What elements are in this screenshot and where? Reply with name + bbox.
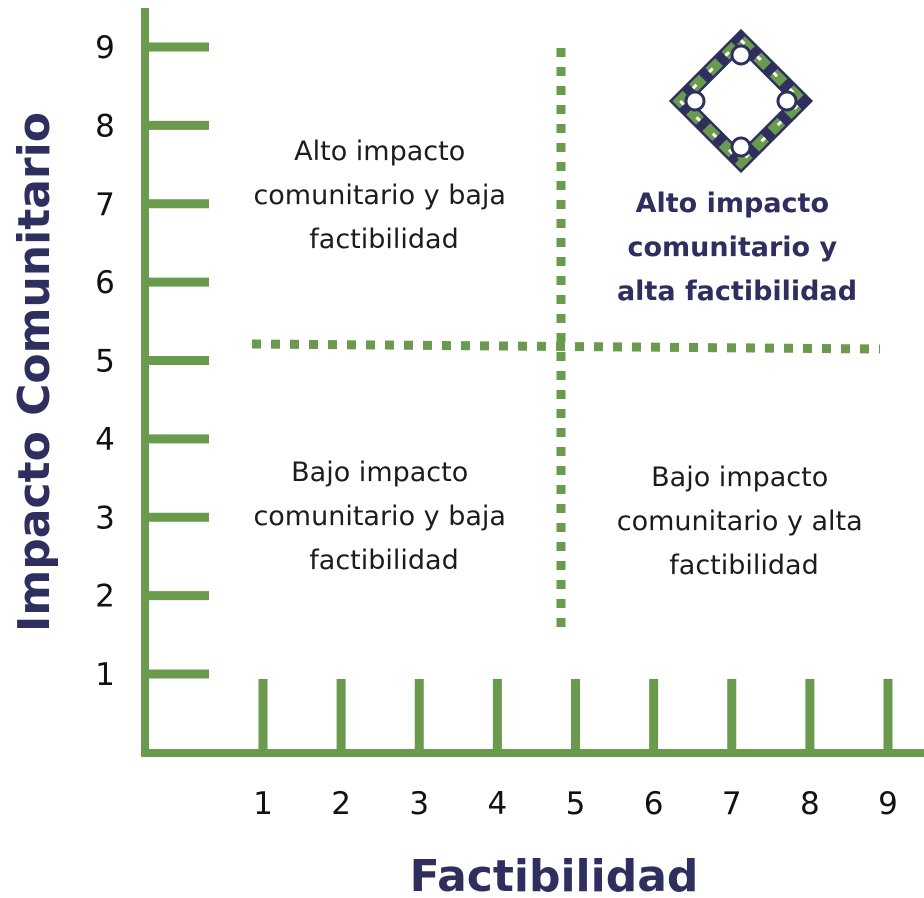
y-axis-title: Impacto Comunitario <box>9 112 60 632</box>
y-tick-label-7: 7 <box>95 187 115 223</box>
y-tick-label-2: 2 <box>95 579 115 615</box>
x-axis-title: Factibilidad <box>410 851 699 898</box>
quadrant-bottom-right-label: Bajo impacto comunitario y alta factibil… <box>617 462 872 581</box>
quadrant-bottom-right-line-1: Bajo impacto <box>651 462 828 493</box>
y-tick-label-3: 3 <box>95 500 115 536</box>
joined-hands-circle-icon <box>668 28 814 174</box>
x-tick-label-4: 4 <box>488 786 508 822</box>
x-tick-label-5: 5 <box>566 786 586 822</box>
x-tick-label-3: 3 <box>409 786 429 822</box>
quadrant-top-right-label: Alto impacto comunitario y alta factibil… <box>617 188 857 307</box>
x-axis-ticks: 1 2 3 4 5 6 7 8 9 <box>253 679 898 822</box>
quadrant-bottom-left-line-3: factibilidad <box>309 545 458 576</box>
quadrant-top-left-line-3: factibilidad <box>309 224 458 255</box>
quadrant-bottom-left-label: Bajo impacto comunitario y baja factibil… <box>253 457 514 576</box>
y-tick-label-5: 5 <box>95 344 115 380</box>
x-tick-label-6: 6 <box>644 786 664 822</box>
x-tick-label-8: 8 <box>800 786 820 822</box>
y-tick-label-6: 6 <box>95 265 115 301</box>
quadrant-top-right-line-2: comunitario y <box>627 232 837 263</box>
quadrant-bottom-right-line-3: factibilidad <box>669 550 818 581</box>
horizontal-divider-line <box>251 339 881 354</box>
quadrant-top-right-line-1: Alto impacto <box>636 188 829 219</box>
x-tick-label-9: 9 <box>878 786 898 822</box>
x-tick-label-7: 7 <box>722 786 742 822</box>
x-tick-label-2: 2 <box>331 786 351 822</box>
x-tick-label-1: 1 <box>253 786 273 822</box>
quadrant-bottom-right-line-2: comunitario y alta <box>617 506 863 537</box>
quadrant-top-left-line-1: Alto impacto <box>294 136 465 167</box>
quadrant-bottom-left-line-1: Bajo impacto <box>291 457 468 488</box>
quadrant-top-left-label: Alto impacto comunitario y baja factibil… <box>253 136 514 255</box>
y-tick-label-4: 4 <box>95 422 115 458</box>
quadrant-top-left-line-2: comunitario y baja <box>253 180 506 211</box>
y-tick-label-1: 1 <box>95 657 115 693</box>
quadrant-top-right-line-3: alta factibilidad <box>617 276 857 307</box>
y-axis-ticks: 1 2 3 4 5 6 7 8 9 <box>95 30 209 693</box>
quadrant-bottom-left-line-2: comunitario y baja <box>253 501 506 532</box>
y-tick-label-9: 9 <box>95 30 115 66</box>
y-tick-label-8: 8 <box>95 108 115 144</box>
